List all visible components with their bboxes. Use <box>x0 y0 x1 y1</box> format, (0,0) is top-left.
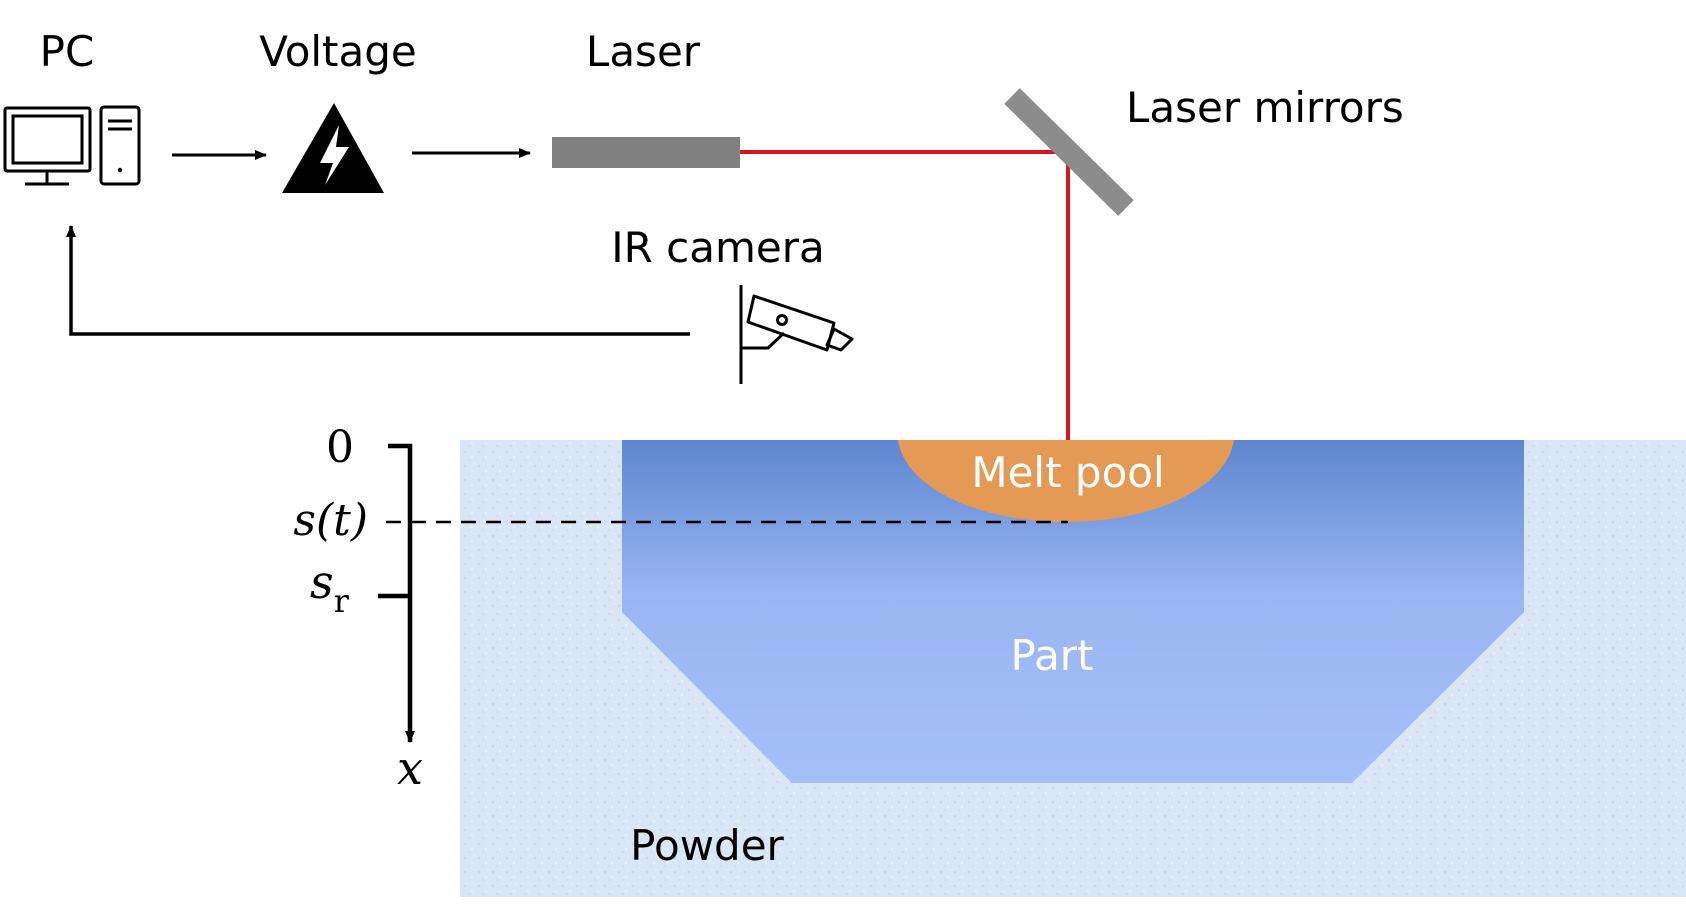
part-shape <box>622 440 1524 783</box>
laser-label: Laser <box>586 27 701 76</box>
axis-label-s-r-base: s <box>310 555 334 609</box>
laser-mirrors-label: Laser mirrors <box>1126 83 1404 132</box>
computer-icon <box>3 105 141 186</box>
powder-label: Powder <box>630 821 784 870</box>
laser-mirror <box>1004 88 1134 216</box>
melt-pool-shape <box>898 440 1234 522</box>
axis-label-s-t: s(t) <box>293 495 368 546</box>
melt-pool-label: Melt pool <box>971 448 1164 497</box>
arrow-camera-to-pc <box>66 225 690 336</box>
laser-body <box>552 137 740 168</box>
axis-label-s-r: sr <box>310 555 350 620</box>
laser-beam <box>740 150 1070 440</box>
security-camera-icon <box>739 285 854 384</box>
pc-label: PC <box>40 27 95 76</box>
ir-camera-label: IR camera <box>611 223 825 272</box>
part-label: Part <box>1011 631 1094 680</box>
voltage-label: Voltage <box>259 27 417 76</box>
axis-label-s-r-sub: r <box>334 582 350 620</box>
axis-label-x: x <box>397 741 423 795</box>
voltage-warning-icon <box>282 103 384 193</box>
axis-label-zero: 0 <box>326 422 354 473</box>
